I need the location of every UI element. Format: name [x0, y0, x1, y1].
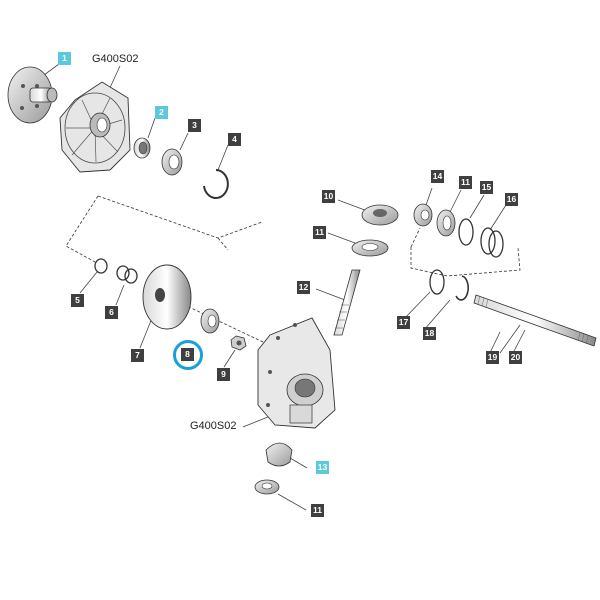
callout-8[interactable]: 8 [181, 348, 194, 361]
disc-part-7 [142, 264, 192, 330]
callout-1[interactable]: 1 [58, 52, 71, 65]
callout-9[interactable]: 9 [217, 368, 230, 381]
callout-20[interactable]: 20 [509, 351, 522, 364]
callout-11-bottom[interactable]: 11 [311, 504, 324, 517]
callout-18[interactable]: 18 [423, 327, 436, 340]
gearbox-cover [59, 81, 131, 173]
bushing-part-14 [413, 203, 433, 227]
callout-15[interactable]: 15 [480, 181, 493, 194]
callout-14[interactable]: 14 [431, 170, 444, 183]
bearing-part-3 [161, 148, 183, 176]
bearing-part-11-middle [351, 239, 389, 257]
rings-part-17-18 [429, 269, 469, 301]
shaft-part-19-20 [473, 294, 597, 347]
callout-13[interactable]: 13 [316, 461, 329, 474]
rings-part-15-16 [458, 218, 504, 258]
callout-4[interactable]: 4 [228, 133, 241, 146]
bearing-part-8 [200, 308, 220, 334]
callout-7[interactable]: 7 [131, 349, 144, 362]
callout-6[interactable]: 6 [105, 306, 118, 319]
bearing-part-11-right [436, 209, 456, 237]
callout-5[interactable]: 5 [71, 294, 84, 307]
reference-code-bottom: G400S02 [190, 420, 237, 432]
callout-3[interactable]: 3 [188, 119, 201, 132]
callout-12[interactable]: 12 [297, 281, 310, 294]
gear-part-13 [265, 442, 293, 467]
bearing-part-11-bottom [254, 479, 280, 495]
flange-part-1 [7, 66, 58, 124]
callout-2[interactable]: 2 [155, 106, 168, 119]
reference-code-top: G400S02 [92, 53, 139, 65]
callout-19[interactable]: 19 [486, 351, 499, 364]
seal-part-2 [133, 137, 151, 159]
callout-11-middle[interactable]: 11 [313, 226, 326, 239]
callout-17[interactable]: 17 [397, 316, 410, 329]
nut-part-9 [230, 335, 247, 351]
shaft-part-12 [333, 269, 361, 336]
callout-11-right[interactable]: 11 [459, 176, 472, 189]
rings-part-5-6 [94, 258, 138, 284]
gearbox-housing [257, 317, 336, 429]
circlip-part-4 [203, 169, 229, 199]
gear-part-10 [361, 204, 399, 226]
callout-16[interactable]: 16 [505, 193, 518, 206]
callout-10[interactable]: 10 [322, 190, 335, 203]
